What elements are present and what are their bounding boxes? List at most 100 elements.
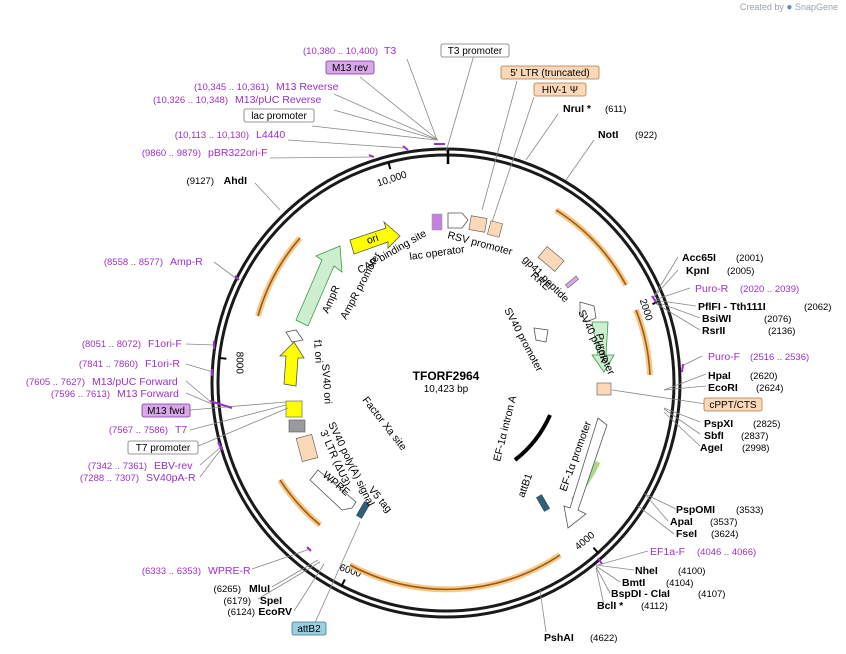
feature-tag-box[interactable] [500,65,600,80]
enzyme-site[interactable]: Acc65I [682,252,716,264]
leader-47 [595,565,621,583]
feature-tag-box[interactable] [127,440,199,455]
scale-tick-3 [340,579,346,587]
enzyme-position: (4622) [590,633,617,644]
leader-30 [652,269,679,299]
primer-label[interactable]: F1ori-R [145,358,180,370]
enzyme-site[interactable]: PspXI [704,418,733,430]
primer-mark-11 [681,363,684,373]
primer-label[interactable]: M13 Forward [117,388,179,400]
leader-34 [654,302,701,331]
enzyme-site[interactable]: BspDI - ClaI [611,588,670,600]
label-lac-operator: lac operator [409,243,466,263]
primer-label[interactable]: T3 [384,45,396,57]
primer-range: (2516 .. 2536) [750,352,809,363]
plasmid-name: TFORF2964 [413,369,480,383]
primer-mark-10 [651,295,657,303]
backbone-outer [210,147,682,619]
enzyme-site[interactable]: EcoRI [708,382,738,394]
primer-label[interactable]: EF1a-F [650,546,685,558]
enzyme-site[interactable]: PflFI - Tth111I [698,301,766,313]
enzyme-site[interactable]: AhdI [224,175,247,187]
enzyme-site[interactable]: BsiWI [702,313,731,325]
leader-13 [254,182,281,211]
leader-21 [195,407,289,448]
primer-label[interactable]: Puro-F [708,351,740,363]
enzyme-site[interactable]: NheI [635,565,658,577]
enzyme-position: (2136) [768,326,795,337]
enzyme-site[interactable]: SbfI [704,430,724,442]
feature-tag-box[interactable] [533,82,587,97]
feature-tag-label: M13 fwd [147,406,185,417]
feature-arrow-rsv [447,212,469,229]
leader-39 [663,407,701,423]
feature-box-gp41 [564,275,580,289]
leader-19 [189,401,287,411]
arc-feature-1-line [555,209,627,286]
feature-tag-box[interactable] [141,403,191,418]
enzyme-site[interactable]: PshAI [544,632,574,644]
enzyme-site[interactable]: NruI * [563,103,592,115]
primer-label[interactable]: Puro-R [695,283,729,295]
feature-tag-box[interactable] [243,108,315,123]
enzyme-site[interactable]: NotI [598,129,618,141]
leader-45 [597,550,649,566]
feature-tag-label: cPPT/CTS [709,400,757,411]
primer-label[interactable]: L4440 [256,129,285,141]
primer-label[interactable]: M13/pUC Reverse [235,94,322,106]
enzyme-site[interactable]: EcoRV [258,606,292,618]
primer-range: (7605 .. 7627) [26,377,85,388]
feature-tag-box[interactable] [703,397,763,412]
primer-label[interactable]: T7 [175,424,187,436]
leader-15 [185,343,216,346]
leader-20 [189,404,287,431]
leader-18 [185,392,213,405]
primer-marks [209,143,684,565]
feature-box-cppt [596,382,612,396]
enzyme-site[interactable]: BmtI [622,577,645,589]
feature-box-cluster-top [431,213,443,231]
enzyme-site[interactable]: HpaI [708,370,731,382]
feature-tag-label: T3 promoter [448,46,503,57]
primer-label[interactable]: WPRE-R [208,565,251,577]
enzyme-position: (6265) [214,584,241,595]
leader-23 [199,447,223,478]
backbone-inner [216,153,676,613]
enzyme-site[interactable]: MluI [249,583,270,595]
primer-label[interactable]: M13 Reverse [276,81,339,93]
feature-arrow-puror [591,321,615,373]
feature-tag-box[interactable] [325,60,375,75]
leader-46 [595,564,635,571]
leader-10 [491,96,535,223]
enzyme-site[interactable]: BclI * [597,600,624,612]
feature-tag-box[interactable] [291,621,327,636]
primer-label[interactable]: EBV-rev [154,460,193,472]
enzyme-position: (2825) [753,419,780,430]
enzyme-site[interactable]: SpeI [260,595,282,607]
enzyme-position: (2998) [742,443,769,454]
primer-label[interactable]: SV40pA-R [146,472,196,484]
enzyme-site[interactable]: FseI [676,528,697,540]
enzyme-position: (2624) [756,383,783,394]
enzyme-site[interactable]: RsrII [702,325,725,337]
enzyme-site[interactable]: KpnI [686,265,709,277]
enzyme-position: (611) [605,104,626,115]
enzyme-site[interactable]: ApaI [670,516,693,528]
label-ef1a-intron: EF-1α intron A [491,394,519,462]
primer-label[interactable]: pBR322ori-F [208,147,268,159]
enzyme-position: (2005) [727,266,754,277]
scale-tick-4 [219,356,227,360]
primer-label[interactable]: F1ori-F [148,338,182,350]
feature-tag-box[interactable] [440,43,510,58]
enzyme-position: (9127) [187,176,214,187]
primer-label[interactable]: Amp-R [170,256,203,268]
feature-tag-label: T7 promoter [136,443,191,454]
feature-arcs [255,207,653,593]
primer-range: (6333 .. 6353) [142,566,201,577]
primer-label[interactable]: M13/pUC Forward [92,376,178,388]
enzyme-site[interactable]: PspOMI [676,504,715,516]
enzyme-position: (3537) [710,517,737,528]
leader-lines [185,54,707,633]
enzyme-site[interactable]: AgeI [700,442,723,454]
